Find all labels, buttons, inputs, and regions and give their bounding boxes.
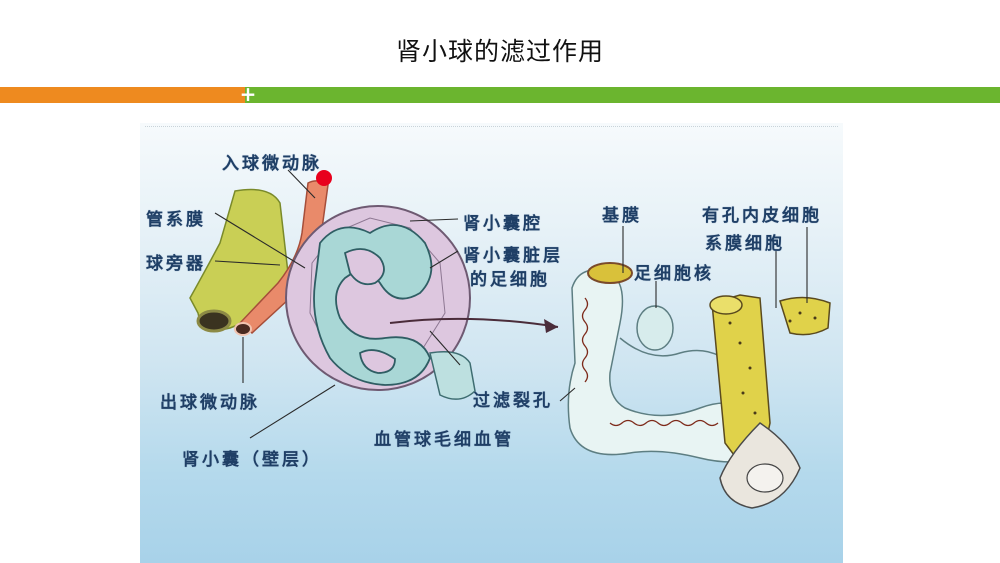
label-mesangium: 管系膜: [146, 210, 206, 230]
label-podocyte-nucleus: 足细胞核: [634, 264, 714, 284]
label-glomerular-capillary: 血管球毛细血管: [374, 430, 514, 450]
label-fenestrated-endothelium: 有孔内皮细胞: [702, 206, 822, 226]
label-efferent-arteriole: 出球微动脉: [160, 393, 260, 413]
label-capsule-cavity: 肾小囊腔: [463, 214, 543, 234]
diagram-illustration: [189, 169, 831, 509]
slide-title: 肾小球的滤过作用: [395, 37, 604, 66]
label-afferent-arteriole: 入球微动脉: [222, 154, 322, 174]
renal-corpuscle-figure: 入球微动脉 管系膜 球旁器 出球微动脉 肾小囊（壁层） 肾小囊腔 肾小囊脏层 的…: [140, 123, 843, 563]
label-basement-membrane: 基膜: [602, 206, 642, 226]
divider-bar-orange: [0, 87, 245, 103]
divider-bar-green: [245, 87, 1000, 103]
label-mesangial-cell: 系膜细胞: [705, 234, 785, 254]
label-filtration-slit: 过滤裂孔: [473, 391, 553, 411]
label-podocyte-visceral-2: 的足细胞: [470, 270, 550, 290]
dotted-border: [145, 126, 838, 127]
label-capsule-parietal: 肾小囊（壁层）: [182, 450, 322, 470]
plus-icon: +: [239, 82, 257, 106]
label-juxtaglomerular-apparatus: 球旁器: [146, 254, 206, 274]
label-podocyte-visceral-1: 肾小囊脏层: [463, 246, 563, 266]
